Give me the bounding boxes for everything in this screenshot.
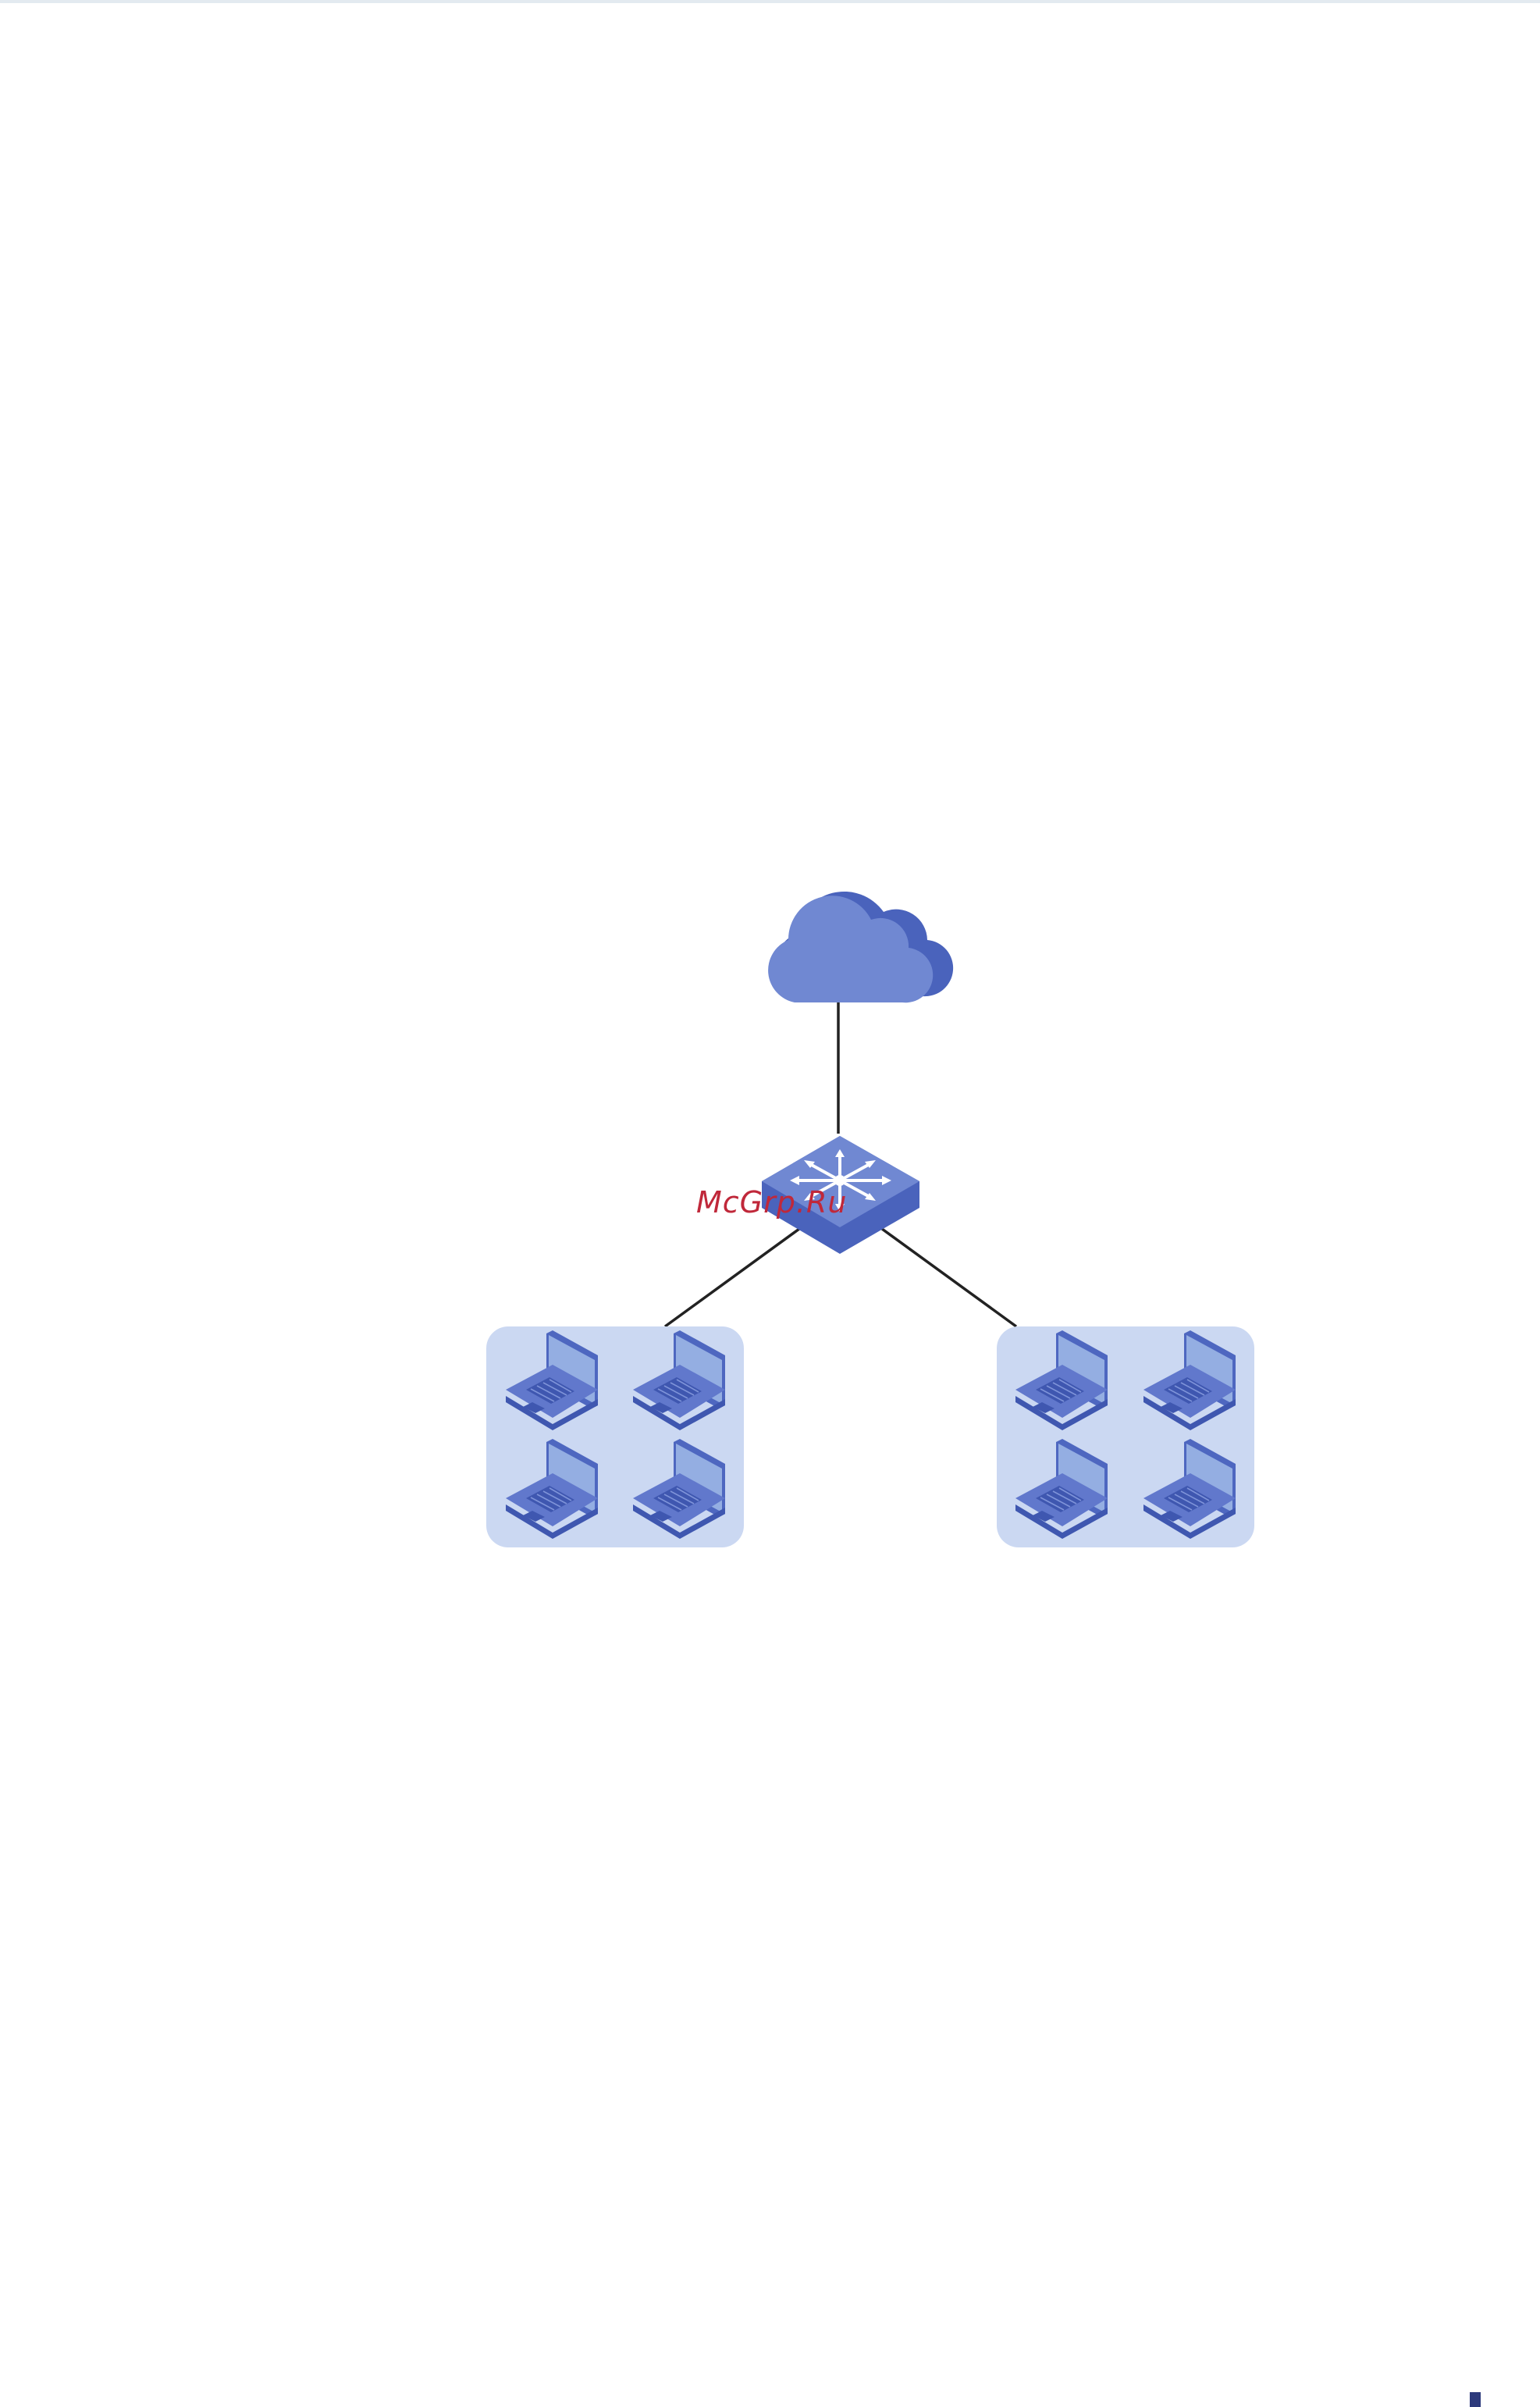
link-switch-right-group	[882, 1229, 1016, 1326]
link-switch-left-group	[665, 1229, 799, 1326]
watermark-text: McGrp.Ru	[696, 1185, 847, 1220]
corner-mark	[1470, 2392, 1481, 2407]
host-group-left	[486, 1326, 744, 1547]
host-group-right	[997, 1326, 1254, 1547]
cloud-icon	[768, 892, 953, 1002]
